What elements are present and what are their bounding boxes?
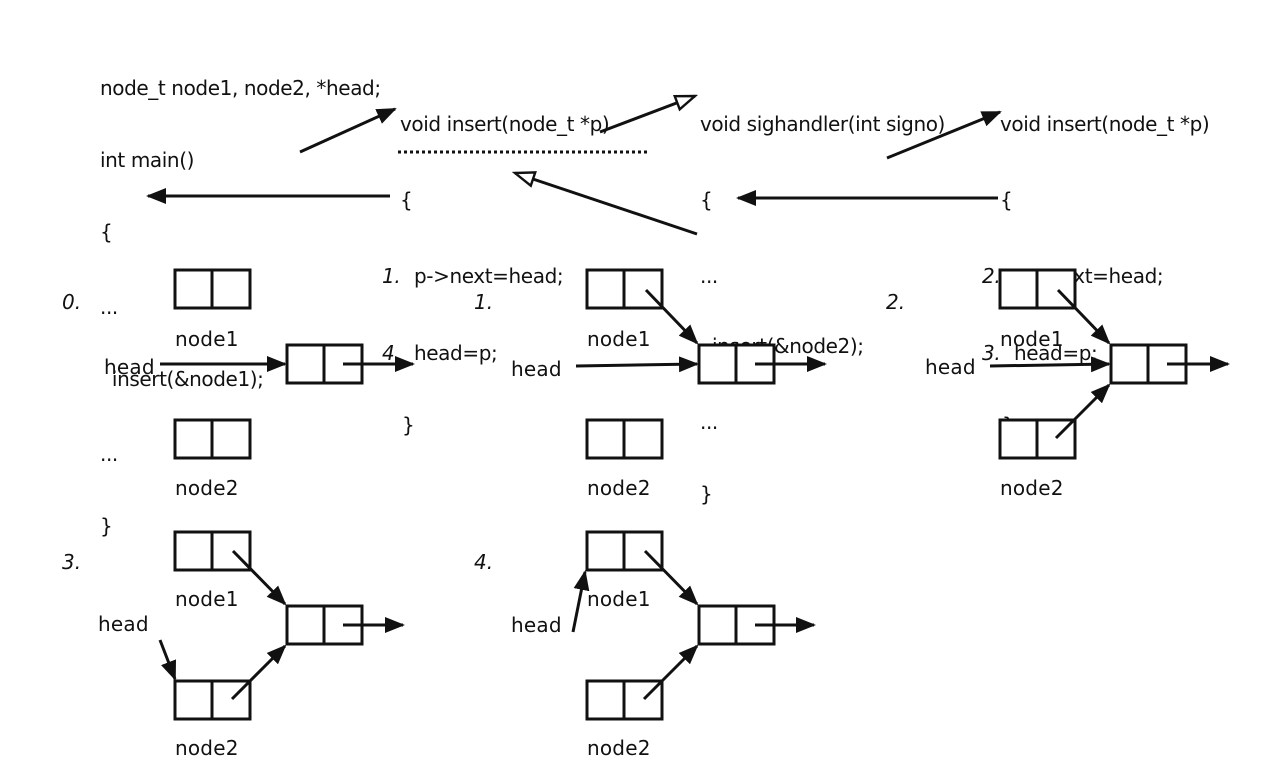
code-text: head=p; bbox=[414, 341, 498, 365]
insert-code-2: void insert(node_t *p) { 2.p->next=head;… bbox=[982, 64, 1210, 485]
node2-label: node2 bbox=[587, 476, 651, 500]
insert-open: { bbox=[1000, 188, 1013, 212]
handler-close: } bbox=[700, 482, 713, 506]
code-line-close: } bbox=[100, 514, 113, 538]
step-label-3: 3. bbox=[62, 550, 82, 574]
step-number: 3. bbox=[982, 341, 1001, 365]
insert-open: { bbox=[400, 188, 413, 212]
head-label: head bbox=[98, 612, 149, 636]
code-line-main: int main() bbox=[100, 148, 195, 172]
head-label: head bbox=[511, 613, 562, 637]
node1-label: node1 bbox=[587, 587, 651, 611]
panel-3 bbox=[158, 530, 405, 721]
handler-open: { bbox=[700, 188, 713, 212]
sighandler-code: void sighandler(int signo) { ... insert(… bbox=[700, 64, 945, 554]
node1-label: node1 bbox=[587, 327, 651, 351]
step-number: 2. bbox=[982, 264, 1001, 288]
handler-ellipsis: ... bbox=[700, 264, 718, 288]
insert-close: } bbox=[402, 413, 415, 437]
head-label: head bbox=[511, 357, 562, 381]
call-arrow-main-to-insert bbox=[299, 107, 397, 154]
step-label-0: 0. bbox=[62, 290, 82, 314]
node1-label: node1 bbox=[175, 587, 239, 611]
main-code: node_t node1, node2, *head; int main() {… bbox=[100, 28, 381, 586]
code-line-ellipsis: ... bbox=[100, 295, 118, 319]
code-line-open: { bbox=[100, 220, 113, 244]
insert-code-1: void insert(node_t *p) { 1.p->next=head;… bbox=[382, 64, 610, 485]
insert-signature: void insert(node_t *p) bbox=[1000, 112, 1210, 136]
code-line-insert-call: insert(&node1); bbox=[100, 367, 264, 391]
code-text: head=p; bbox=[1014, 341, 1098, 365]
handler-ellipsis: ... bbox=[700, 410, 718, 434]
node2-label: node2 bbox=[175, 476, 239, 500]
insert-signature: void insert(node_t *p) bbox=[400, 112, 610, 136]
signal-arrow-to-handler bbox=[599, 94, 695, 134]
node2-label: node2 bbox=[1000, 476, 1064, 500]
step-label-2: 2. bbox=[886, 290, 906, 314]
panel-1 bbox=[575, 268, 827, 460]
return-arrow-handler-to-insert bbox=[515, 173, 698, 236]
handler-signature: void sighandler(int signo) bbox=[700, 112, 945, 136]
insert-line-2: 3. head=p; bbox=[982, 341, 1209, 365]
code-line-decl: node_t node1, node2, *head; bbox=[100, 76, 381, 100]
node1-label: node1 bbox=[175, 327, 239, 351]
node1-label: node1 bbox=[1000, 327, 1064, 351]
panel-2 bbox=[989, 268, 1230, 460]
step-label-1: 1. bbox=[474, 290, 494, 314]
panel-0 bbox=[160, 268, 415, 460]
head-label: head bbox=[925, 355, 976, 379]
step-label-4: 4. bbox=[474, 550, 494, 574]
code-text: p->next=head; bbox=[414, 264, 564, 288]
panel-4 bbox=[571, 530, 816, 721]
head-label: head bbox=[104, 355, 155, 379]
step-number: 1. bbox=[382, 264, 401, 288]
call-arrow-handler-to-insert bbox=[886, 110, 1002, 160]
insert-line-1: 1. p->next=head; bbox=[382, 264, 609, 288]
node2-label: node2 bbox=[587, 736, 651, 760]
node2-label: node2 bbox=[175, 736, 239, 760]
code-line-ellipsis: ... bbox=[100, 442, 118, 466]
